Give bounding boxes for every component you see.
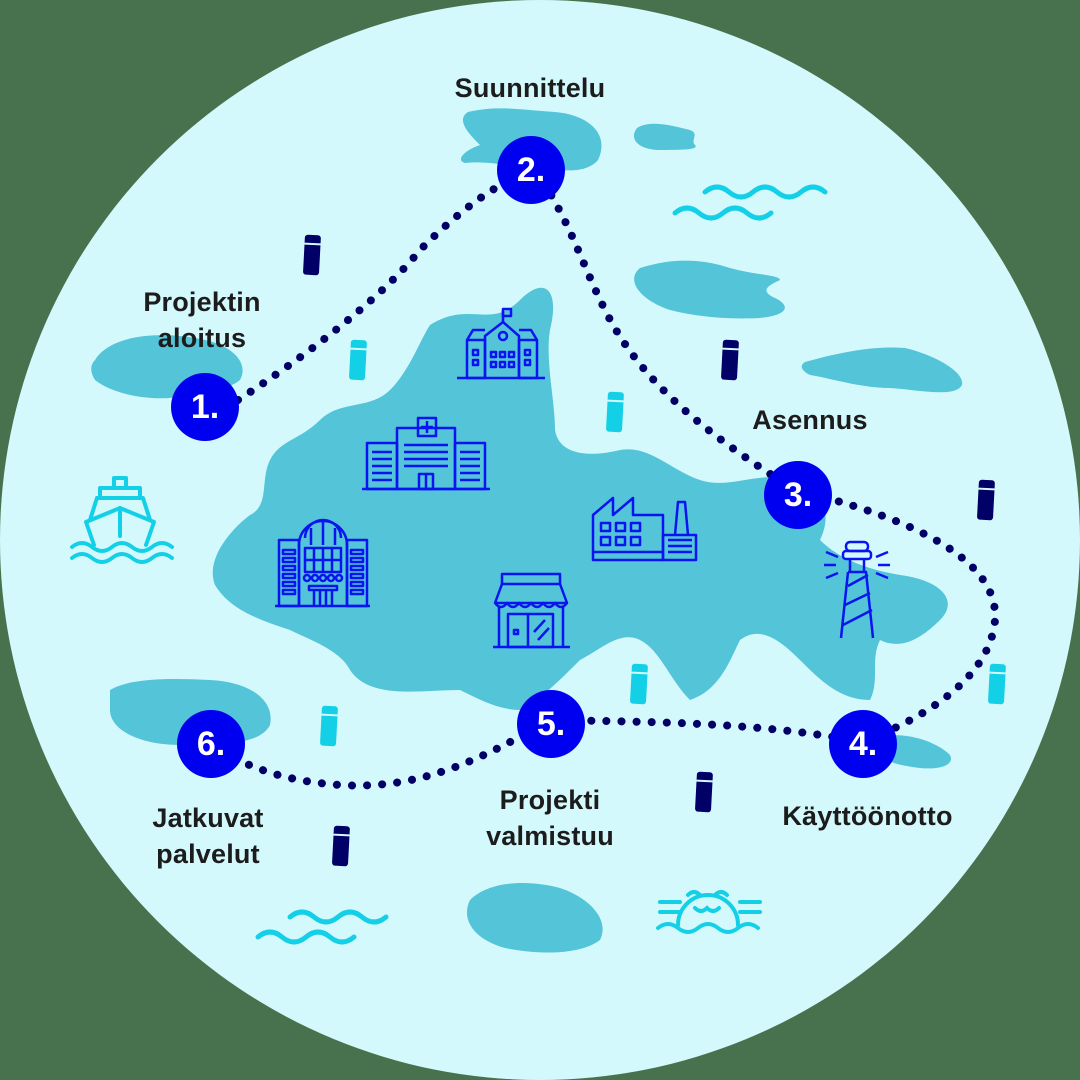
buoy-icon	[695, 771, 713, 813]
step-6-label-line2: palvelut	[156, 839, 260, 869]
buoys	[303, 234, 1006, 867]
step-5-label: Projekti valmistuu	[465, 782, 635, 854]
buoy-icon	[320, 705, 338, 747]
step-2-label: Suunnittelu	[430, 70, 630, 106]
step-6-marker[interactable]: 6.	[177, 710, 245, 778]
step-4-label-line1: Käyttöönotto	[782, 801, 953, 831]
buoy-icon	[303, 234, 321, 276]
factory-icon	[591, 496, 698, 562]
buoy-icon	[606, 391, 624, 433]
step-3-label: Asennus	[735, 402, 885, 438]
step-3-number: 3.	[783, 476, 813, 514]
step-5-label-line2: valmistuu	[486, 821, 614, 851]
step-4-marker[interactable]: 4.	[829, 710, 897, 778]
buoy-icon	[721, 339, 739, 381]
step-1-label: Projektin aloitus	[122, 284, 282, 356]
step-3-marker[interactable]: 3.	[764, 461, 832, 529]
main-island	[212, 287, 948, 710]
hospital-icon	[362, 416, 490, 491]
route-path	[206, 166, 1000, 790]
step-1-marker[interactable]: 1.	[171, 373, 239, 441]
step-5-number: 5.	[536, 705, 566, 743]
step-3-label-line1: Asennus	[752, 405, 868, 435]
step-6-label-line1: Jatkuvat	[152, 803, 264, 833]
waves-icon	[255, 184, 828, 945]
step-1-label-line1: Projektin	[143, 287, 261, 317]
buoy-icon	[988, 663, 1006, 705]
step-6-number: 6.	[196, 725, 226, 763]
school-icon	[457, 307, 545, 380]
buoy-icon	[977, 479, 995, 521]
step-1-label-line2: aloitus	[157, 323, 247, 353]
seal-icon	[656, 890, 762, 934]
shop-icon	[493, 572, 570, 649]
step-2-number: 2.	[516, 151, 546, 189]
ship-icon	[70, 476, 174, 564]
station-icon	[275, 518, 370, 608]
step-4-label: Käyttöönotto	[755, 798, 980, 834]
step-5-label-line1: Projekti	[499, 785, 601, 815]
lighthouse-icon	[824, 540, 890, 639]
step-5-marker[interactable]: 5.	[517, 690, 585, 758]
step-2-marker[interactable]: 2.	[497, 136, 565, 204]
step-1-number: 1.	[190, 388, 220, 426]
buoy-icon	[332, 825, 350, 867]
buoy-icon	[630, 663, 648, 705]
step-2-label-line1: Suunnittelu	[454, 73, 606, 103]
step-6-label: Jatkuvat palvelut	[128, 800, 288, 872]
buoy-icon	[349, 339, 367, 381]
step-4-number: 4.	[848, 725, 878, 763]
